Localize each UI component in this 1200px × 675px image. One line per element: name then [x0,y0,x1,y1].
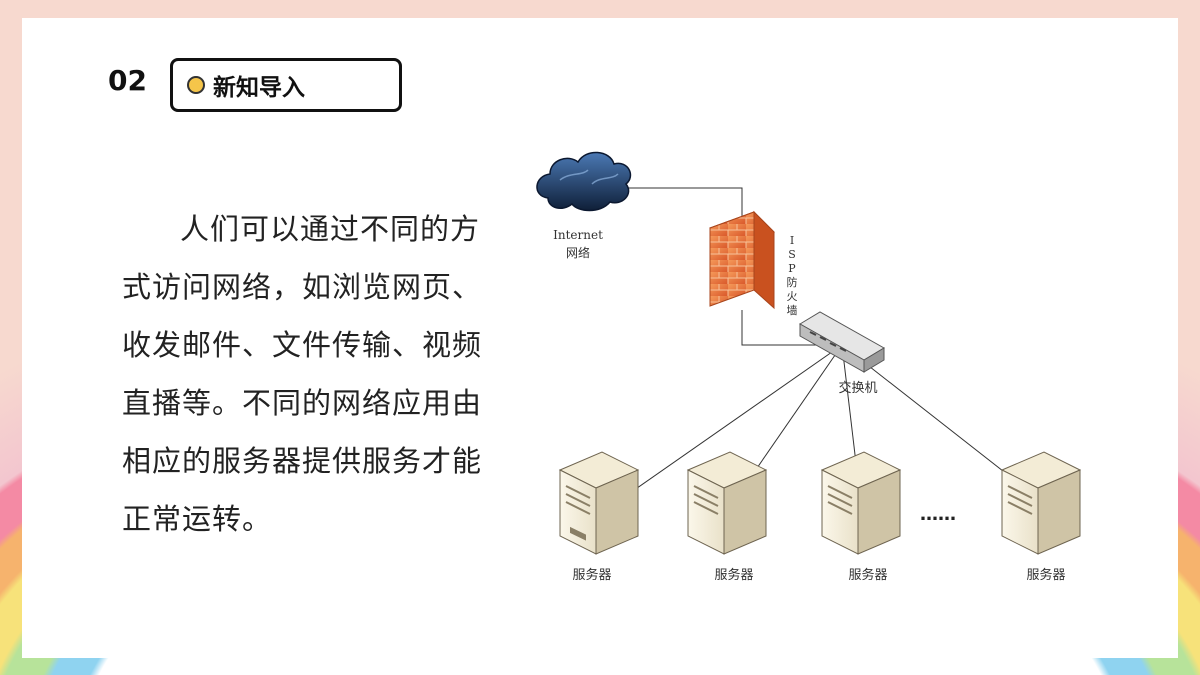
server-label: 服务器 [848,567,887,583]
internet-label-cn: 网络 [566,245,590,260]
server-icon [1000,451,1082,555]
bullet-dot-icon [187,76,205,94]
internet-cloud-icon [536,151,632,212]
section-title: 新知导入 [213,75,305,101]
section-number: 02 [108,64,147,97]
internet-label-en: Internet [553,228,603,242]
server-label: 服务器 [714,567,753,583]
switch-label: 交换机 [838,380,877,396]
intro-paragraph: 人们可以通过不同的方式访问网络，如浏览网页、收发邮件、文件传输、视频直播等。不同… [122,212,483,536]
server-label: 服务器 [1026,567,1065,583]
servers-ellipsis: …… [920,504,956,525]
server-icon [558,451,640,555]
server-icon [820,451,902,555]
firewall-label-char: 墙 [787,303,798,317]
line-cloud-firewall [620,187,743,218]
section-title-box: 新知导入 [170,58,402,112]
firewall-label-char: 防 [787,275,798,289]
firewall-label-char: S [788,248,796,261]
line-switch-server-1 [619,344,843,501]
firewall-icon [709,210,775,310]
line-firewall-switch [741,310,820,346]
firewall-label: I S P 防 火 墙 [787,234,798,317]
server-label: 服务器 [572,567,611,583]
firewall-label-char: I [790,234,794,247]
network-diagram: Internet 网络 I S P 防 火 墙 交换机 [536,151,1082,583]
firewall-label-char: 火 [787,290,798,303]
server-icon [686,451,768,555]
switch-icon [799,311,885,373]
firewall-label-char: P [788,262,796,275]
